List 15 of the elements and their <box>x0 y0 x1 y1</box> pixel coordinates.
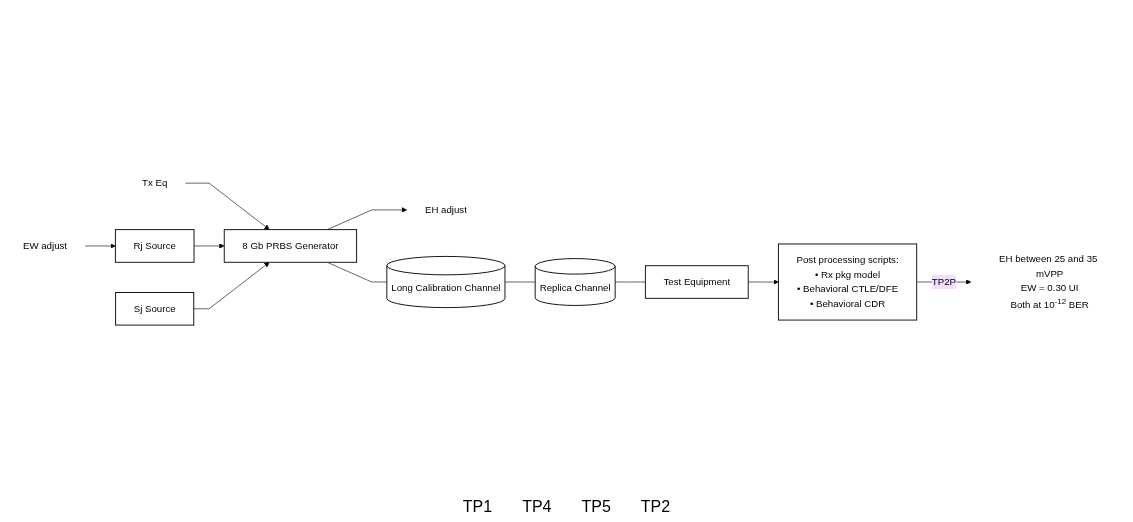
edge-label: TP2P <box>931 276 956 287</box>
test-point-label: TP2 <box>640 498 671 516</box>
test-point-label: TP5 <box>581 498 611 516</box>
node-box: Rj Source <box>114 229 195 263</box>
node-text: EW adjust <box>22 240 68 251</box>
test-point-label: TP1 <box>462 498 493 516</box>
node-box: 8 Gb PRBS Generator <box>223 229 358 263</box>
node-text: EH adjust <box>424 204 467 215</box>
node-box: Test Equipment <box>644 265 749 299</box>
node-box: Post processing scripts: • Rx pkg model • Behavioral CTLE/DFE • Behavioral CDR <box>777 243 918 321</box>
node-text: EH between 25 and 35 mVPP EW = 0.30 UI Both at 10$^{-12}$ BER <box>999 253 1098 310</box>
node-box: Sj Source <box>115 292 195 326</box>
test-point-label: TP4 <box>522 498 552 516</box>
connector <box>614 281 646 283</box>
node-text: Tx Eq <box>142 177 168 188</box>
